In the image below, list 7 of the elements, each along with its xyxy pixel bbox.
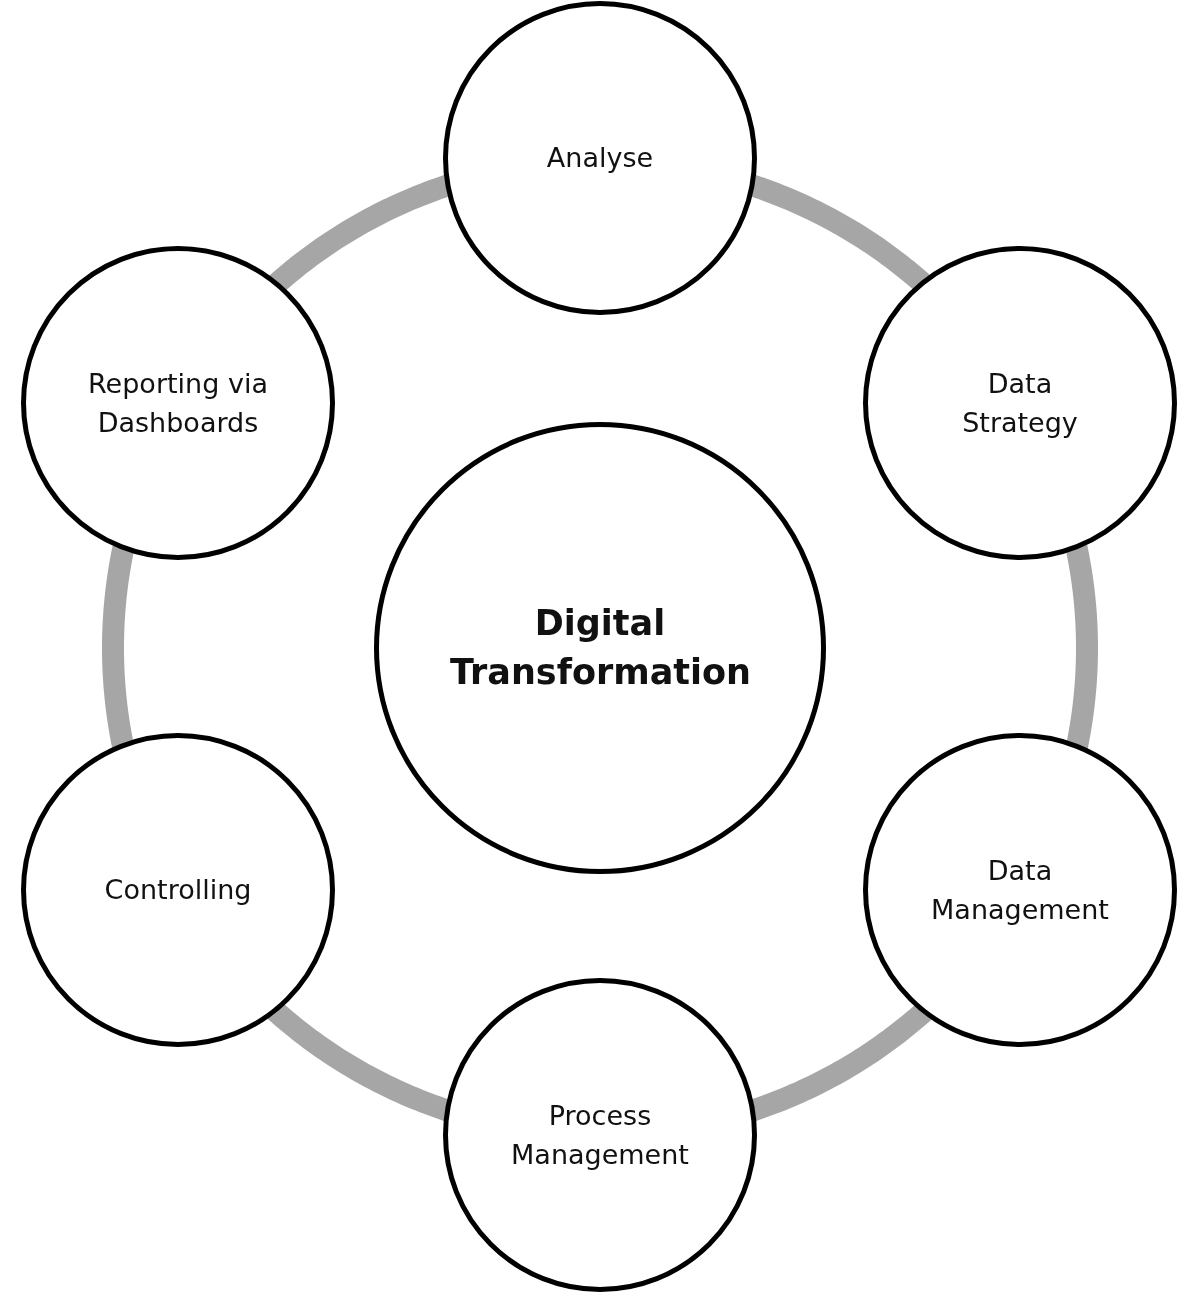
center-title: Digital Transformation: [449, 602, 752, 694]
node-label: Process Management: [510, 1098, 690, 1172]
node-label: Reporting via Dashboards: [87, 366, 269, 440]
node-label: Controlling: [103, 873, 253, 908]
node-label: Data Management: [930, 853, 1110, 927]
node-label: Data Strategy: [961, 366, 1079, 440]
node-label: Analyse: [545, 141, 655, 176]
